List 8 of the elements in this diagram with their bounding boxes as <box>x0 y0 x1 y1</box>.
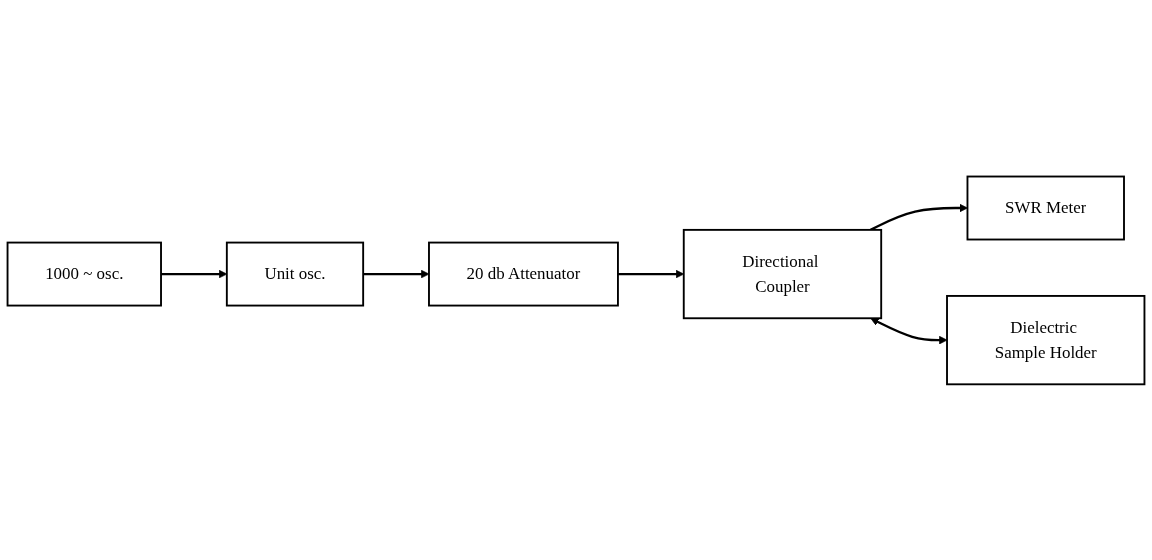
arrow <box>870 317 948 344</box>
node-box: Dielectric Sample Holder <box>946 294 1146 385</box>
node-box: 20 db Attenuator <box>428 241 619 307</box>
node-box: Directional Coupler <box>682 228 883 319</box>
node-box: SWR Meter <box>966 175 1125 241</box>
node-box: 1000 ~ osc. <box>6 241 162 307</box>
node-box: Unit osc. <box>225 241 365 307</box>
arrow <box>870 203 968 231</box>
